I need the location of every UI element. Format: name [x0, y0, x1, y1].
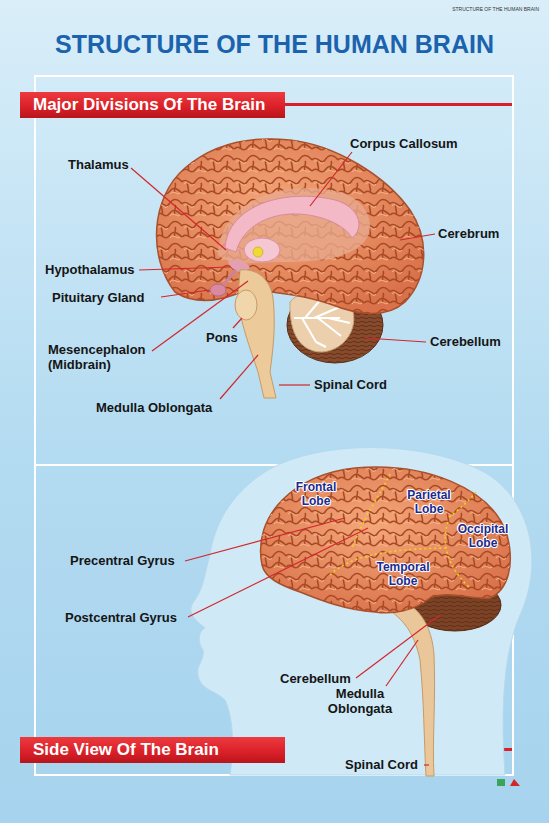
thalamus-shape	[244, 238, 280, 262]
medial-surface	[218, 188, 370, 263]
corpus-callosum-shape	[225, 196, 359, 252]
leader-line	[233, 318, 242, 328]
leader-line	[424, 764, 429, 765]
leader-line	[365, 338, 426, 342]
leader-line	[185, 518, 345, 561]
leader-line	[220, 355, 258, 399]
head-silhouette	[191, 448, 532, 776]
lobe-name: Parietal Lobe	[400, 488, 458, 516]
part-name: Spinal Cord	[314, 377, 387, 392]
leader-line	[386, 640, 418, 686]
leader-line	[188, 528, 368, 617]
part-name: Hypothalamus	[45, 262, 135, 277]
part-name: Mesencephalon (Midbrain)	[48, 342, 156, 372]
brainstem-shape	[392, 600, 435, 776]
publisher-mark	[510, 779, 520, 786]
lobe-name: Temporal Lobe	[372, 560, 434, 588]
leader-line	[161, 290, 209, 297]
part-name: Thalamus	[68, 157, 129, 172]
leader-lines	[131, 152, 435, 399]
publisher-mark	[497, 779, 505, 786]
leader-line	[152, 281, 248, 351]
pituitary-stalk	[222, 270, 236, 286]
part-name: Pituitary Gland	[52, 290, 144, 305]
leader-lines	[185, 518, 440, 765]
part-name: Cerebrum	[438, 226, 499, 241]
leader-line	[131, 168, 226, 250]
lobe-boundary	[352, 474, 390, 548]
part-name: Spinal Cord	[345, 757, 418, 772]
section-banner: Side View Of The Brain	[20, 737, 285, 763]
thalamus-nucleus	[253, 247, 263, 257]
cerebrum-gyri	[157, 139, 424, 314]
lateral-brain	[261, 467, 511, 776]
leader-line	[279, 384, 310, 385]
lobe-name: Occipital Lobe	[452, 522, 514, 550]
leader-line	[139, 267, 230, 270]
section-banner: Major Divisions Of The Brain	[20, 92, 285, 118]
part-name: Precentral Gyrus	[70, 553, 175, 568]
brainstem-shape	[238, 270, 276, 398]
part-name: Pons	[206, 330, 238, 345]
pituitary-shape	[210, 284, 226, 296]
poster-title: STRUCTURE OF THE HUMAN BRAIN	[0, 30, 549, 59]
part-name: Corpus Callosum	[350, 136, 458, 151]
panel-frame	[35, 76, 513, 465]
pons-shape	[235, 290, 257, 320]
part-name: Cerebellum	[430, 334, 501, 349]
corner-caption: STRUCTURE OF THE HUMAN BRAIN	[452, 6, 539, 12]
part-name: Medulla Oblongata	[96, 400, 212, 415]
lobe-boundaries	[330, 474, 476, 588]
lobe-name: Frontal Lobe	[288, 480, 344, 508]
cerebrum-shape	[157, 139, 424, 314]
part-name: Medulla Oblongata	[320, 686, 400, 716]
leader-line	[310, 152, 352, 206]
part-name: Postcentral Gyrus	[65, 610, 177, 625]
banner-heading: Major Divisions Of The Brain	[33, 95, 265, 115]
leader-line	[400, 234, 435, 240]
banner-heading: Side View Of The Brain	[33, 740, 219, 760]
lobe-boundary	[448, 492, 476, 518]
part-name: Cerebellum	[280, 671, 351, 686]
